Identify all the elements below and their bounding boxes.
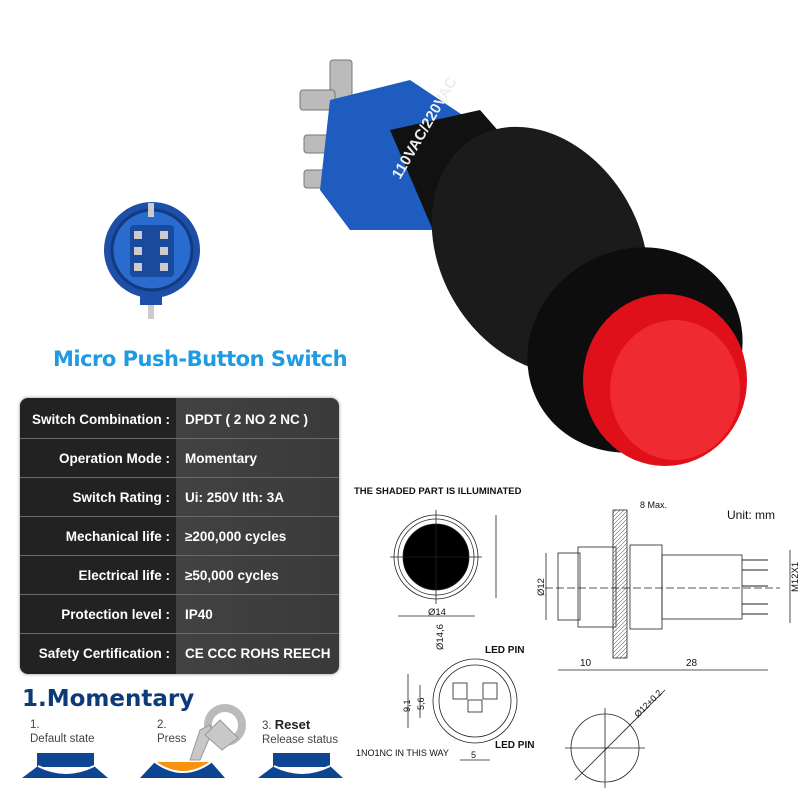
spec-row: Operation Mode : Momentary [20, 439, 339, 478]
spec-label: Electrical life : [78, 567, 170, 583]
spec-value: Ui: 250V Ith: 3A [185, 489, 285, 505]
spec-label: Operation Mode : [59, 450, 170, 466]
button-pressed-icon [140, 761, 225, 778]
dim-8max: 8 Max. [640, 500, 667, 510]
step-number: 3. [262, 720, 272, 732]
spec-value: ≥200,000 cycles [185, 528, 287, 544]
dim-5: 5 [471, 750, 476, 760]
switch-back-view-image [104, 202, 200, 319]
unit-label: Unit: mm [727, 508, 775, 522]
spec-row: Switch Rating : Ui: 250V Ith: 3A [20, 478, 339, 517]
step-heading: Reset [274, 717, 311, 732]
side-view: 8 Max. Ø12 M12X1 10 28 [536, 500, 800, 671]
pin-view: LED PIN LED PIN 9,1 5,6 5 1NO1NC IN THIS… [356, 645, 534, 761]
spec-value: DPDT ( 2 NO 2 NC ) [185, 411, 309, 427]
panel-cutout-view: Ø12+0.2 [565, 688, 666, 788]
spec-value: ≥50,000 cycles [185, 567, 279, 583]
spec-label: Protection level : [61, 606, 170, 622]
step-number: 1. [30, 719, 40, 731]
shaded-note: THE SHADED PART IS ILLUMINATED [354, 486, 522, 497]
spec-value: Momentary [185, 450, 258, 466]
push-button-switch-image: 110VAC/220VAC [299, 59, 747, 466]
step-default: 1. Default state [30, 718, 95, 746]
spec-label: Switch Combination : [32, 411, 170, 427]
step-label: Release status [262, 734, 339, 746]
spec-table: Switch Combination : DPDT ( 2 NO 2 NC ) O… [20, 398, 339, 674]
led-pin-bottom: LED PIN [495, 740, 534, 751]
spec-row: Mechanical life : ≥200,000 cycles [20, 517, 339, 556]
dim-28: 28 [686, 658, 698, 669]
spec-row: Safety Certification : CE CCC ROHS REECH [20, 634, 339, 673]
spec-row: Protection level : IP40 [20, 595, 339, 634]
dim-14-6: Ø14,6 [435, 624, 446, 650]
dim-5-6: 5,6 [416, 697, 426, 710]
dimension-drawing: THE SHADED PART IS ILLUMINATED Unit: mm … [354, 486, 800, 788]
spec-label: Switch Rating : [72, 489, 171, 505]
cutout-dim: Ø12+0.2 [632, 688, 664, 720]
momentary-title: 1.Momentary [22, 686, 195, 712]
dim-12: Ø12 [536, 578, 547, 596]
spec-value: CE CCC ROHS REECH [185, 646, 331, 661]
dim-9-1: 9,1 [402, 699, 412, 712]
spec-label: Mechanical life : [65, 528, 170, 544]
spec-value: IP40 [185, 606, 213, 622]
step-number: 2. [157, 719, 167, 731]
dim-10: 10 [580, 658, 592, 669]
finger-press-icon [189, 704, 246, 761]
spec-row: Electrical life : ≥50,000 cycles [20, 556, 339, 595]
product-title: Micro Push-Button Switch [53, 347, 348, 371]
dim-14: Ø14 [428, 607, 446, 618]
dim-thread: M12X1 [790, 562, 800, 592]
step-label: Press [157, 733, 187, 745]
spec-row: Switch Combination : DPDT ( 2 NO 2 NC ) [20, 400, 339, 439]
button-reset-icon [258, 753, 343, 778]
button-default-icon [22, 753, 108, 778]
front-view: Ø14,6 Ø14 [390, 510, 497, 650]
spec-label: Safety Certification : [38, 646, 170, 661]
step-press: 2. Press [157, 718, 186, 746]
led-pin-top: LED PIN [485, 645, 524, 656]
momentary-illustration [22, 704, 343, 778]
step-label: Default state [30, 733, 95, 745]
nonc-note: 1NO1NC IN THIS WAY [356, 748, 449, 758]
